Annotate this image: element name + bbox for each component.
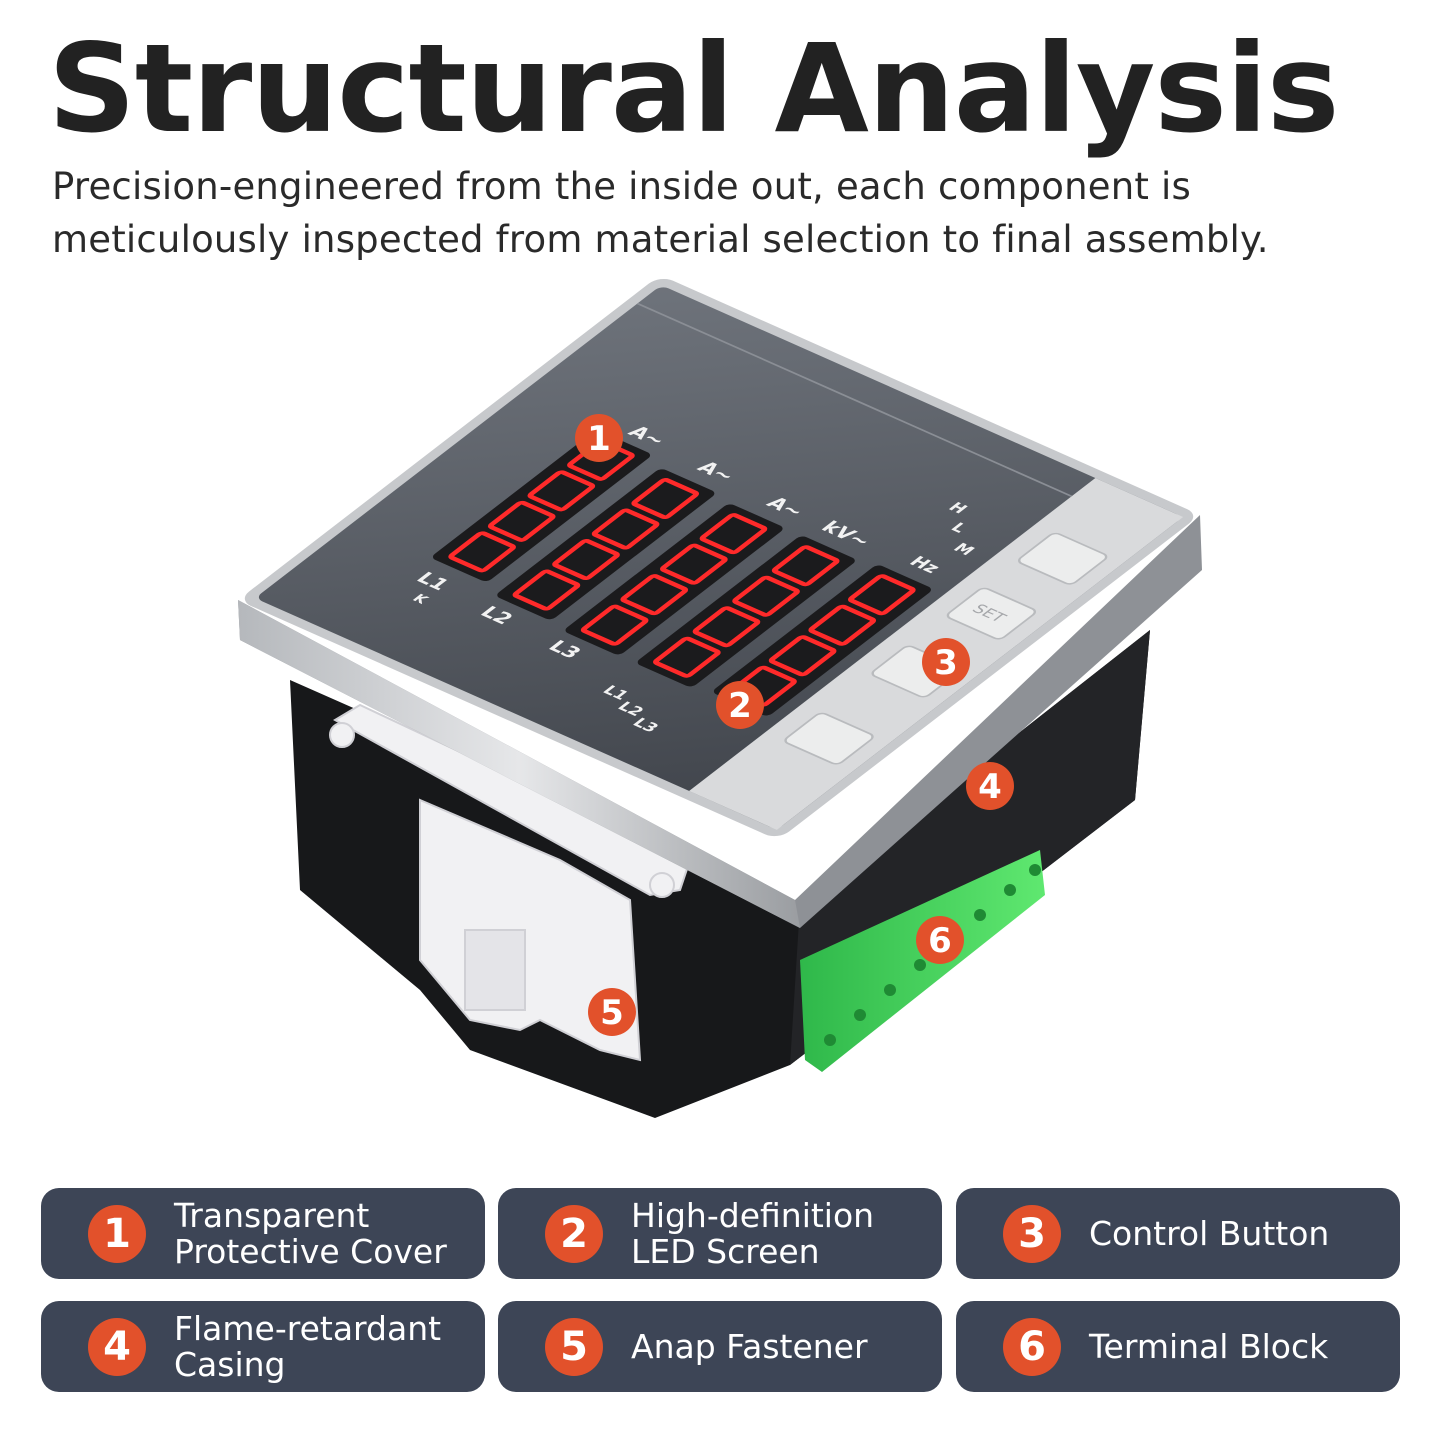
svg-text:4: 4 [978,767,1002,807]
number-badge: 6 [1003,1317,1061,1376]
number-badge: 1 [88,1204,146,1263]
callout-6: 6 [916,916,964,964]
label-phase-l3: L3 [629,715,664,735]
left-button[interactable] [783,712,876,766]
frame-edge-bottom [238,600,800,928]
number-badge: 2 [545,1204,603,1263]
svg-text:2: 2 [728,686,752,726]
component-label: Control Button [1089,1213,1330,1253]
component-card-3: 3 Control Button [956,1188,1400,1279]
svg-text:1: 1 [587,419,611,459]
component-label: Anap Fastener [631,1326,868,1366]
label-phase-l2: L2 [614,699,649,719]
svg-text:3: 3 [934,643,958,683]
terminal-screws [824,864,1041,1046]
component-card-5: 5 Anap Fastener [498,1301,942,1392]
led-screen [433,431,931,716]
svg-text:6: 6 [928,921,952,961]
power-meter-illustration: L1 L2 L3 K A~ A~ A~ kV~ Hz H L M L1 L2 L… [238,278,1202,1118]
component-card-6: 6 Terminal Block [956,1301,1400,1392]
snap-fastener [329,703,692,1062]
number-badge: 4 [88,1317,146,1376]
enter-button[interactable] [1016,532,1109,586]
callout-2: 2 [716,681,764,729]
callout-4: 4 [966,762,1014,810]
svg-text:5: 5 [600,993,624,1033]
set-button[interactable] [945,587,1038,641]
number-badge: 3 [1003,1204,1061,1263]
label-phase-l1: L1 [599,682,634,702]
callout-3: 3 [922,638,970,686]
number-badge: 5 [545,1317,603,1376]
page-subtitle: Precision-engineered from the inside out… [52,165,1269,261]
page-title: Structural Analysis [48,18,1339,160]
component-label: Terminal Block [1089,1326,1329,1366]
callout-1: 1 [575,414,623,462]
callout-5: 5 [588,988,636,1036]
